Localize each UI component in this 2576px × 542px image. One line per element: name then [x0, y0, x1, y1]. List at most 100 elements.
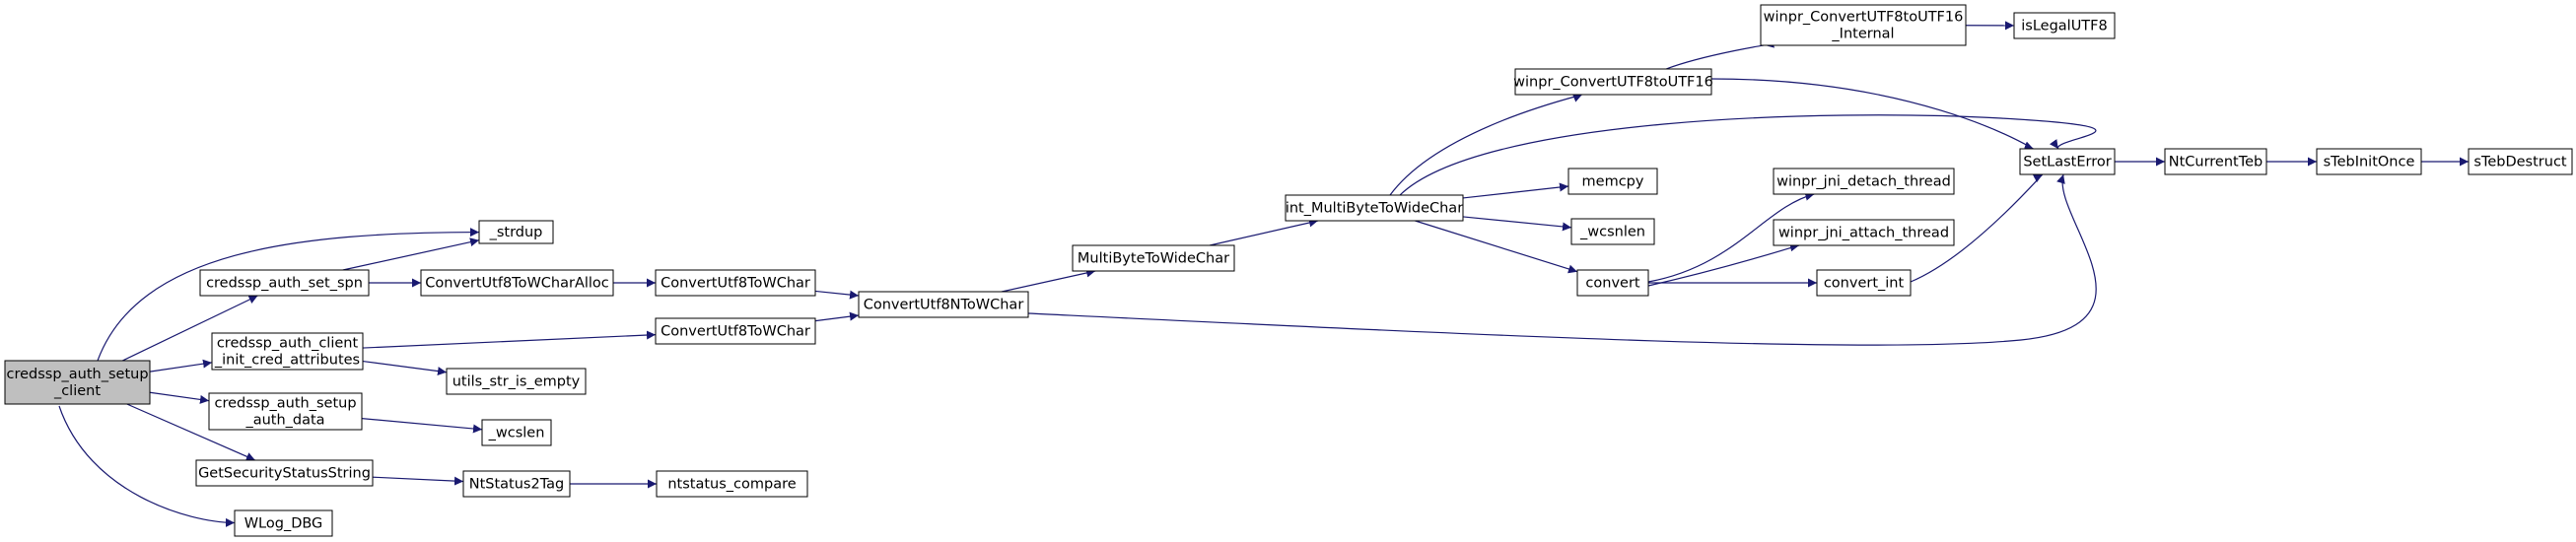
node-setlast[interactable]: SetLastError [2019, 148, 2116, 175]
edge-conv1-to-utf8n [814, 290, 860, 300]
node-jni_detach[interactable]: winpr_jni_detach_thread [1773, 168, 1955, 195]
node-box [2013, 12, 2116, 39]
node-int_mb2wc[interactable]: int_MultiByteToWideChar [1285, 194, 1464, 222]
node-box [195, 459, 374, 487]
nodes-layer: credssp_auth_setup_client _strdup credssp_… [4, 4, 2573, 537]
node-winpr_conv[interactable]: winpr_ConvertUTF8toUTF16 [1513, 68, 1713, 96]
node-label: convert_int [1824, 276, 1905, 292]
node-label: SetLastError [2023, 155, 2111, 170]
node-box [1567, 168, 1658, 195]
node-tebdestruct[interactable]: sTebDestruct [2468, 148, 2573, 175]
node-label: WLog_DBG [244, 516, 323, 532]
node-wcsnlen[interactable]: _wcsnlen [1570, 218, 1655, 245]
node-label: ConvertUtf8ToWCharAlloc [425, 276, 609, 292]
edge-getsec-to-nt2tag [372, 476, 464, 486]
node-wcslen1[interactable]: _wcslen [481, 419, 552, 446]
node-label: credssp_auth_client [217, 336, 359, 352]
node-box [655, 269, 816, 297]
node-label: utils_str_is_empty [453, 374, 581, 390]
node-islegal[interactable]: isLegalUTF8 [2013, 12, 2116, 39]
node-root[interactable]: credssp_auth_setup_client [4, 360, 151, 405]
node-label: MultiByteToWideChar [1078, 251, 1229, 267]
node-wlog[interactable]: WLog_DBG [234, 509, 333, 537]
node-label: int_MultiByteToWideChar [1286, 201, 1463, 217]
node-box [211, 332, 364, 371]
edge-int_mb2wc-to-memcpy [1462, 182, 1569, 199]
node-label: ntstatus_compare [667, 477, 796, 493]
edge-init_cred-to-utils_empty [362, 360, 448, 376]
node-box [858, 291, 1029, 318]
node-label: credssp_auth_set_spn [206, 276, 363, 292]
node-label: memcpy [1582, 174, 1644, 190]
node-label: sTebInitOnce [2324, 155, 2415, 170]
node-conv1[interactable]: ConvertUtf8ToWChar [655, 269, 816, 297]
edge-root-to-set_spn [121, 295, 258, 362]
node-box [1570, 218, 1655, 245]
node-box [1285, 194, 1464, 222]
node-box [655, 317, 816, 345]
node-ntcmp[interactable]: ntstatus_compare [656, 470, 808, 498]
node-label: isLegalUTF8 [2021, 19, 2107, 34]
node-convert_int[interactable]: convert_int [1816, 269, 1912, 297]
node-nt2tag[interactable]: NtStatus2Tag [462, 470, 571, 498]
edge-convert-to-jni_detach [1647, 191, 1815, 283]
node-label: _init_cred_attributes [214, 353, 360, 369]
node-box [446, 368, 587, 395]
edge-convert_int-to-setlast [1910, 173, 2044, 283]
node-box [1816, 269, 1912, 297]
node-box [199, 269, 370, 297]
edge-winpr_conv-to-winpr_conv_int [1665, 38, 1775, 70]
node-label: winpr_jni_attach_thread [1778, 226, 1949, 241]
node-box [462, 470, 571, 498]
node-box [481, 419, 552, 446]
edge-root-to-strdup [97, 228, 480, 362]
edge-set_spn-to-strdup [342, 237, 480, 271]
edge-int_mb2wc-to-wcsnlen [1462, 216, 1572, 232]
node-box [478, 220, 554, 244]
node-ntteb[interactable]: NtCurrentTeb [2164, 148, 2267, 175]
node-label: NtCurrentTeb [2169, 155, 2263, 170]
node-box [1760, 4, 1967, 46]
node-label: _Internal [1831, 27, 1894, 42]
edge-utf8n-to-setlast [1027, 173, 2097, 346]
node-box [2468, 148, 2573, 175]
node-box [208, 392, 363, 431]
node-alloc[interactable]: ConvertUtf8ToWCharAlloc [420, 269, 614, 297]
edge-int_mb2wc-to-winpr_conv [1389, 94, 1583, 196]
node-memcpy[interactable]: memcpy [1567, 168, 1658, 195]
node-box [1773, 219, 1955, 246]
node-box [2164, 148, 2267, 175]
node-tebinit[interactable]: sTebInitOnce [2316, 148, 2422, 175]
node-strdup[interactable]: _strdup [478, 220, 554, 244]
edge-root-to-init_cred [149, 359, 213, 373]
node-utils_empty[interactable]: utils_str_is_empty [446, 368, 587, 395]
edge-winpr_conv-to-setlast [1710, 78, 2034, 150]
node-label: _auth_data [244, 413, 324, 429]
node-utf8n[interactable]: ConvertUtf8NToWChar [858, 291, 1029, 318]
node-getsec[interactable]: GetSecurityStatusString [195, 459, 374, 487]
node-convert[interactable]: convert [1576, 269, 1649, 297]
node-label: winpr_ConvertUTF8toUTF16 [1764, 10, 1964, 26]
edge-root-to-setup_auth [149, 391, 210, 404]
node-label: ConvertUtf8NToWChar [864, 298, 1024, 313]
node-conv2[interactable]: ConvertUtf8ToWChar [655, 317, 816, 345]
edge-int_mb2wc-to-convert [1415, 220, 1578, 274]
node-label: _wcsnlen [1579, 225, 1645, 240]
node-mb2wc[interactable]: MultiByteToWideChar [1072, 244, 1235, 272]
node-set_spn[interactable]: credssp_auth_set_spn [199, 269, 370, 297]
node-box [2019, 148, 2116, 175]
node-box [4, 360, 151, 405]
node-setup_auth[interactable]: credssp_auth_setup_auth_data [208, 392, 363, 431]
edge-root-to-wlog [58, 405, 236, 527]
node-label: convert [1585, 276, 1639, 292]
node-label: _strdup [489, 225, 543, 240]
node-jni_attach[interactable]: winpr_jni_attach_thread [1773, 219, 1955, 246]
node-init_cred[interactable]: credssp_auth_client_init_cred_attributes [211, 332, 364, 371]
edge-conv2-to-utf8n [814, 311, 860, 322]
node-winpr_conv_int[interactable]: winpr_ConvertUTF8toUTF16_Internal [1760, 4, 1967, 46]
node-box [1072, 244, 1235, 272]
node-label: NtStatus2Tag [469, 477, 565, 493]
node-box [1514, 68, 1712, 96]
node-label: GetSecurityStatusString [198, 466, 371, 482]
node-label: _client [53, 383, 101, 399]
